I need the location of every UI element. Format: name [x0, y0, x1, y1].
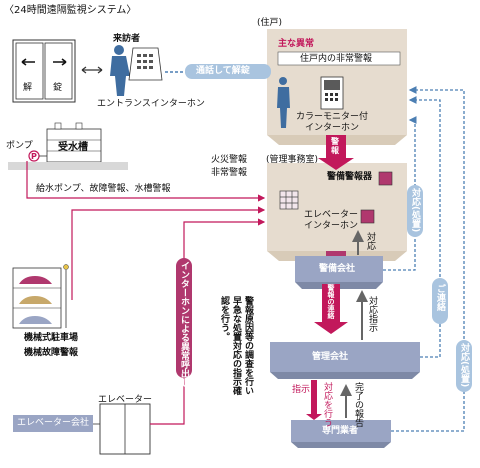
pump-alarm-text: 給水ポンプ、故障警報、水槽警報	[36, 184, 171, 194]
alarm-panel-square	[378, 171, 393, 186]
side-flow-3: 対応(処置)	[459, 343, 469, 388]
entrance-door-icon	[12, 39, 76, 103]
entrance-intercom-icon	[128, 47, 163, 81]
parking-label-1: 機械式駐車場	[24, 333, 79, 343]
alarm-grid-icon	[279, 190, 299, 210]
alarm-item: 住戸内の非常警報	[300, 54, 373, 64]
parking-label-2: 機械故障警報	[24, 348, 79, 358]
monitor-intercom-icon	[320, 76, 344, 110]
parking-tower-icon	[12, 264, 69, 329]
side-pill-1	[407, 185, 423, 237]
investigation-text: 警報原因等の調査を行い早急な処置対応の指示確認を行う。	[219, 296, 253, 395]
tank-label: 受水槽	[58, 142, 88, 153]
security-company-box	[295, 256, 383, 282]
security-response-label: 対応	[365, 232, 375, 250]
completion-report-label: 完了の報告	[353, 382, 363, 427]
contractor-label: 専門業者	[322, 426, 359, 436]
management-company-box	[270, 342, 420, 372]
alarm-down-label: 警報	[331, 137, 339, 155]
side-flow-1: 対応(処置)	[410, 188, 420, 233]
monitor-label-1: カラーモニター付	[296, 112, 369, 122]
elevator-company-label: エレベーター会社	[17, 418, 90, 428]
residence-header: (住戸)	[257, 18, 283, 28]
elevator-label: エレベーター	[98, 395, 153, 405]
pump-label: ポンプ	[6, 141, 33, 151]
instruction-label: 指示	[292, 385, 311, 395]
elevator-intercom-label-1: エレベーター	[304, 210, 359, 220]
instruction-up-label: 対応指示	[367, 296, 377, 332]
management-company-label: 管理会社	[312, 352, 349, 362]
unlock-flow-pill	[185, 64, 271, 79]
elevator-call-pill	[176, 258, 192, 378]
water-tank-icon	[8, 122, 128, 170]
intercom-square	[360, 209, 375, 224]
side-pill-3	[456, 340, 472, 392]
visitor-label: 来訪者	[113, 34, 141, 44]
emergency-alarm-label: 非常警報	[211, 168, 248, 178]
entrance-intercom-label: エントランスインターホン	[97, 99, 205, 109]
management-room-header: (管理事務室)	[266, 155, 319, 165]
side-flow-2: ご連絡	[435, 284, 445, 311]
elevator-call-label: インターホンによる異常呼出し	[179, 261, 189, 387]
elevator-intercom-label-2: インターホン	[304, 221, 359, 231]
unlock-flow-label: 通話して解錠	[196, 66, 250, 76]
door-left-label: 解	[23, 83, 33, 93]
contractor-box	[291, 420, 391, 442]
security-company-label: 警備会社	[319, 264, 356, 274]
door-right-label: 錠	[53, 83, 63, 93]
elevator-company-box	[13, 415, 93, 432]
fire-alarm-label: 火災警報	[211, 155, 248, 165]
alarm-panel-label: 警備警報器	[327, 172, 373, 182]
elevator-icon	[99, 403, 151, 455]
resident-figure	[277, 77, 290, 128]
visitor-figure	[110, 45, 130, 96]
alarm-contact-label: 警報の連絡	[327, 284, 335, 319]
diagram-title: 〈24時間遠隔監視システム〉	[4, 5, 137, 16]
alarm-title: 主な異常	[278, 39, 315, 49]
contractor-response-label: 対応を行う	[322, 382, 332, 427]
pump-symbol: P	[31, 152, 37, 161]
side-pill-2	[432, 278, 448, 324]
monitor-label-2: インターホン	[305, 123, 360, 133]
alarm-down-arrow	[318, 135, 354, 170]
